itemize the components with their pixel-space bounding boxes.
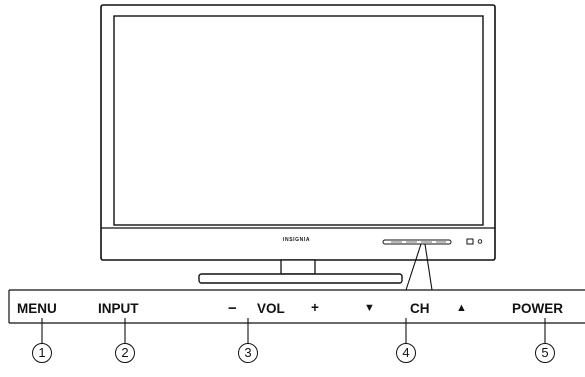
- menu-button-label: MENU: [17, 302, 57, 316]
- vol-minus-label: −: [228, 301, 237, 316]
- callout-number-3: 3: [238, 343, 258, 363]
- callout-number-2: 2: [115, 343, 135, 363]
- callout-number-1: 1: [32, 343, 52, 363]
- input-button-label: INPUT: [98, 302, 139, 316]
- callout-number-5: 5: [535, 343, 555, 363]
- ch-up-label: ▲: [456, 303, 467, 314]
- power-led: [478, 240, 482, 244]
- remote-sensor: [467, 239, 473, 244]
- power-button-label: POWER: [512, 302, 563, 316]
- ch-button-label: CH: [410, 302, 430, 316]
- callout-number-4: 4: [396, 343, 416, 363]
- tv-screen: [114, 16, 483, 225]
- stand-base: [199, 274, 402, 283]
- brand-logo: INSIGNIA: [283, 237, 310, 243]
- stand-neck: [281, 260, 315, 274]
- vol-plus-label: +: [311, 301, 319, 315]
- vol-button-label: VOL: [257, 302, 285, 316]
- ch-down-label: ▼: [364, 303, 375, 314]
